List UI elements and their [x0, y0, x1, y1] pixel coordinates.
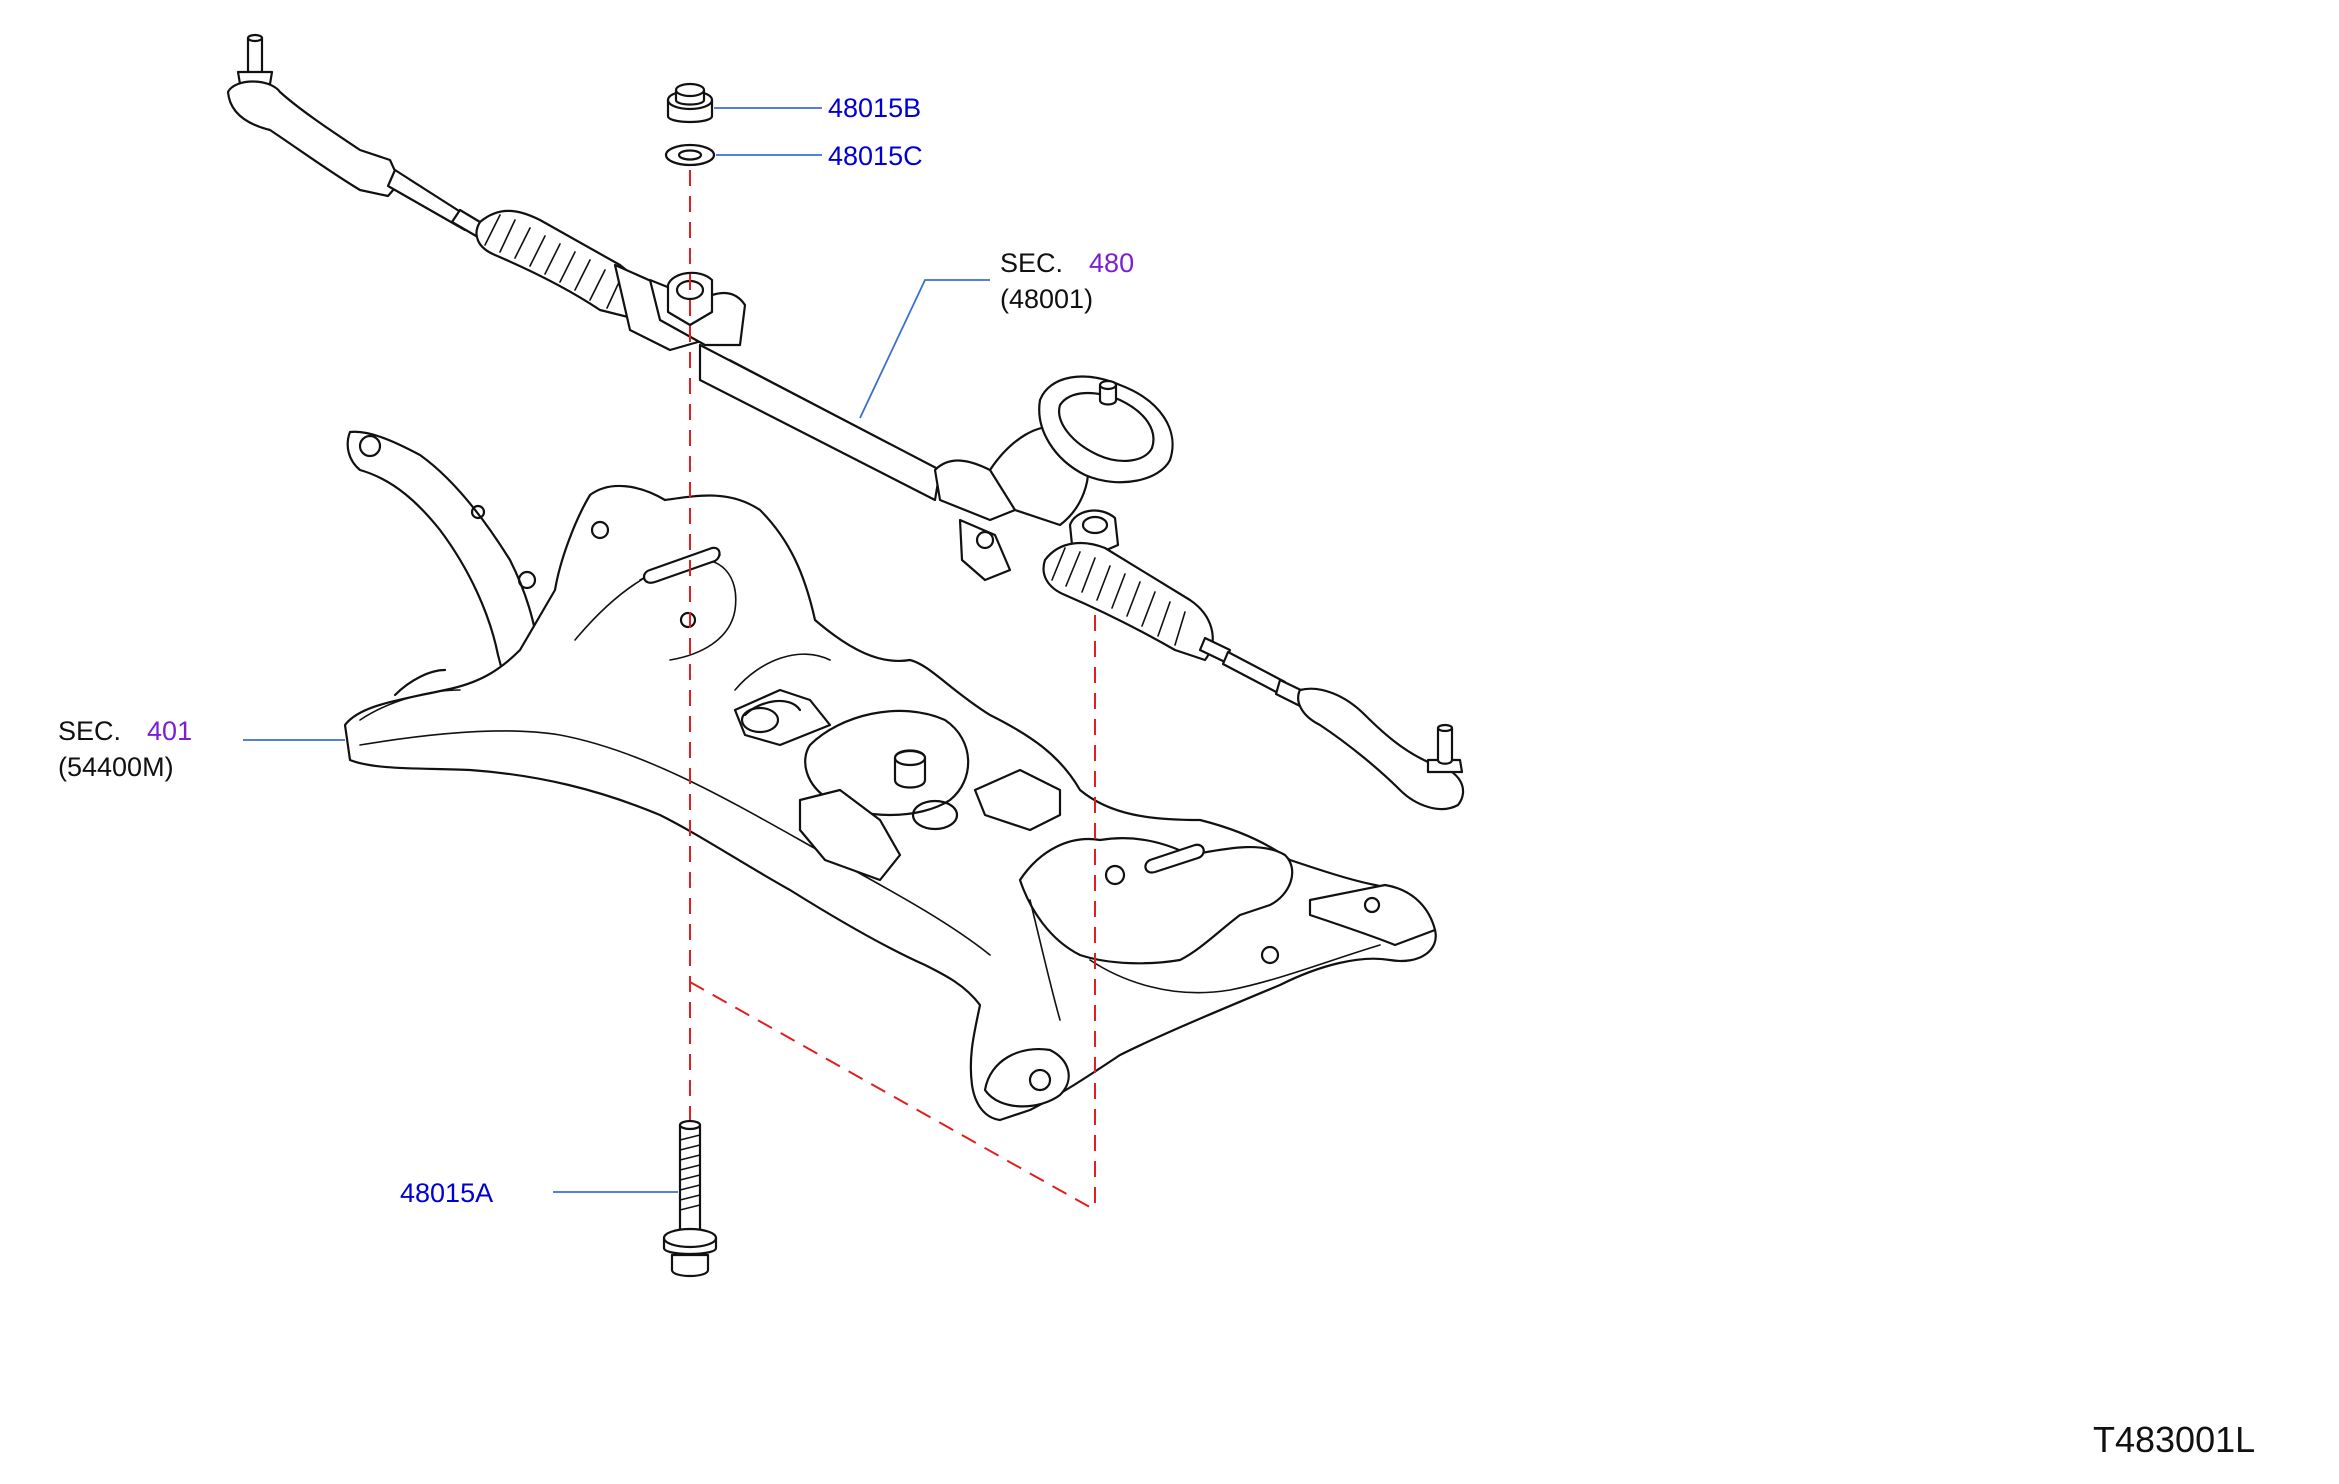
section-prefix: SEC. — [58, 716, 122, 746]
section-prefix: SEC. — [1000, 248, 1064, 278]
gear-part-number: (48001) — [1000, 284, 1094, 314]
part-label-48015a[interactable]: 48015A — [400, 1178, 494, 1208]
member-part-number: (54400M) — [58, 752, 174, 782]
section-reference-member: SEC. 401 — [58, 716, 192, 746]
steering-gear-icon[interactable] — [226, 33, 1465, 810]
assembly-lines — [689, 170, 1096, 1211]
front-suspension-member-icon[interactable] — [343, 430, 1437, 1122]
section-reference-gear: SEC. 480 — [1000, 248, 1134, 278]
leader-lines — [243, 107, 990, 1193]
section-number-480[interactable]: 480 — [1089, 248, 1135, 278]
diagram-code: T483001L — [2093, 1419, 2256, 1460]
part-label-48015b[interactable]: 48015B — [828, 93, 922, 123]
bolt-icon[interactable] — [662, 1119, 718, 1278]
part-label-48015c[interactable]: 48015C — [828, 141, 923, 171]
washer-icon[interactable] — [664, 143, 716, 167]
flange-nut-icon[interactable] — [666, 82, 714, 124]
section-number-401[interactable]: 401 — [147, 716, 193, 746]
